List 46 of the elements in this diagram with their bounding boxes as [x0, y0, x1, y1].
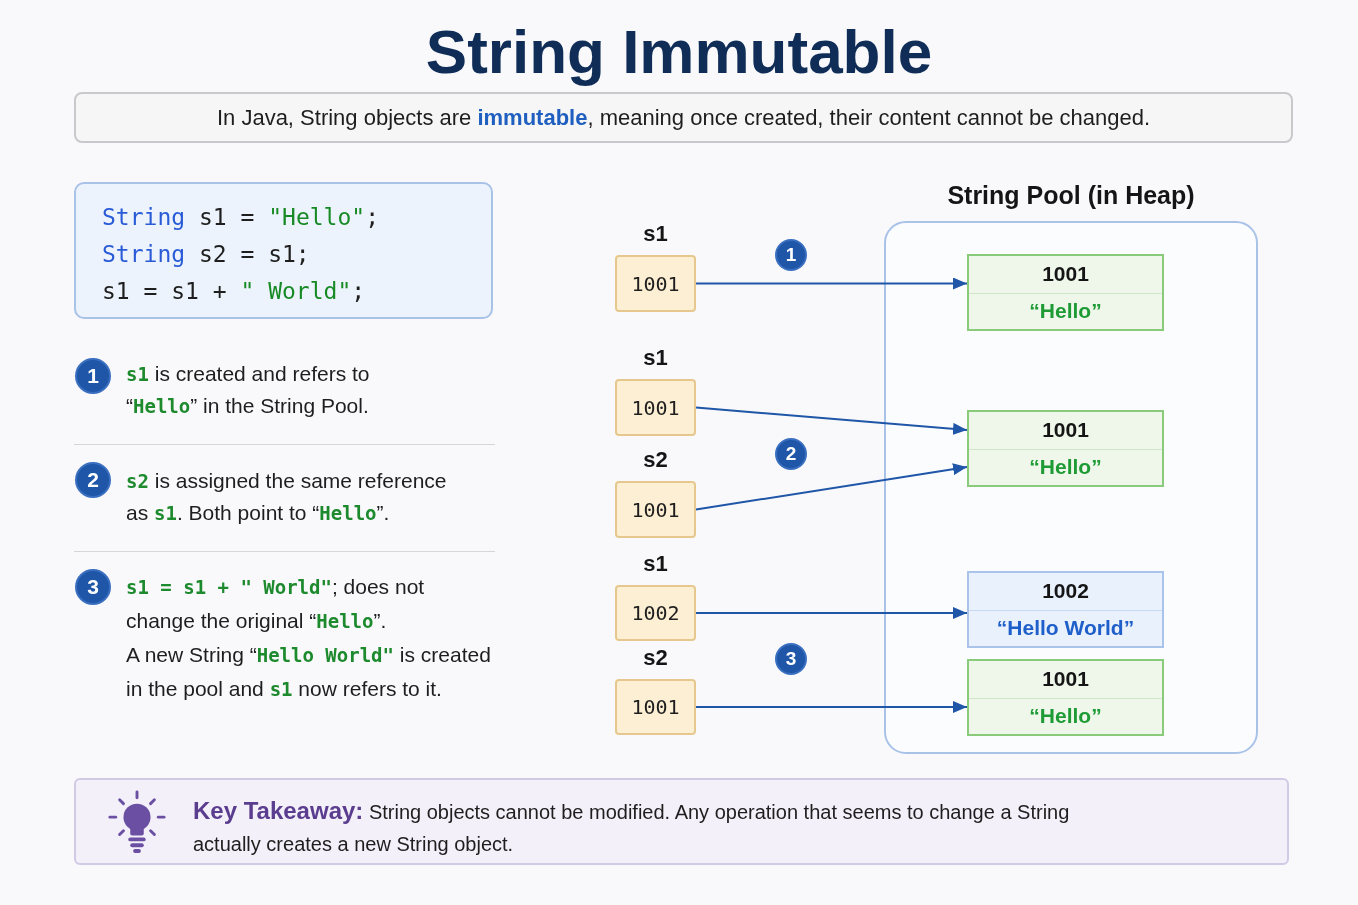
memory-address: 1001 [1042, 667, 1089, 692]
string-object-box [967, 659, 1164, 736]
reference-box: 1001 [615, 679, 696, 735]
variable-name: s2 [643, 448, 668, 472]
step-number-circle: 1 [75, 358, 111, 394]
step-number-circle: 2 [75, 462, 111, 498]
string-literal: “Hello” [1029, 703, 1102, 728]
string-object-box [967, 254, 1164, 331]
string-object-box [967, 410, 1164, 487]
memory-address: 1002 [1042, 579, 1089, 604]
step-description: s2 is assigned the same reference as s1. Both point to “Hello”. [126, 468, 448, 526]
step-description: s1 = s1 + " World"; does not change the original “Hello”. [126, 574, 426, 634]
code-box [74, 182, 493, 319]
arrow [695, 277, 968, 290]
step-number-circle: 1 [775, 239, 807, 271]
step-description: A new String “Hello World" is created in the pool and s1 now refers to it. [126, 642, 492, 702]
memory-address: 1001 [1042, 418, 1089, 443]
code-line: String s2 = s1; [102, 240, 310, 269]
variable-name: s1 [643, 346, 668, 370]
step-description: s1 is created and refers to “Hello” in the String Pool. [126, 361, 371, 419]
arrow [695, 463, 968, 511]
memory-address: 1001 [1042, 262, 1089, 287]
intro-box: In Java, String objects are immutable, meaning once created, their content cannot be changed. [74, 92, 1293, 143]
arrow [695, 701, 968, 713]
takeaway-text: Key Takeaway: String objects cannot be modified. Any operation that seems to change a String actually creates a new String object. [193, 796, 1071, 857]
title: String Immutable [425, 16, 933, 88]
arrow [695, 607, 968, 619]
reference-box: 1001 [615, 379, 696, 436]
step-number-circle: 2 [775, 438, 807, 470]
takeaway-box [74, 778, 1289, 865]
reference-box: 1001 [615, 255, 696, 312]
code-line: String s1 = "Hello"; [102, 203, 379, 232]
string-object-box [967, 571, 1164, 648]
variable-name: s2 [643, 646, 668, 670]
pool-heading: String Pool (in Heap) [947, 180, 1195, 210]
step-number-circle: 3 [75, 569, 111, 605]
code-line: s1 = s1 + " World"; [102, 277, 366, 306]
reference-box: 1001 [615, 481, 696, 538]
string-literal: “Hello” [1029, 298, 1102, 323]
variable-name: s1 [643, 222, 668, 246]
variable-name: s1 [643, 552, 668, 576]
string-literal: “Hello World” [996, 615, 1135, 640]
step-number-circle: 3 [775, 643, 807, 675]
reference-box: 1002 [615, 585, 696, 641]
string-literal: “Hello” [1029, 454, 1102, 479]
arrow [695, 406, 968, 435]
